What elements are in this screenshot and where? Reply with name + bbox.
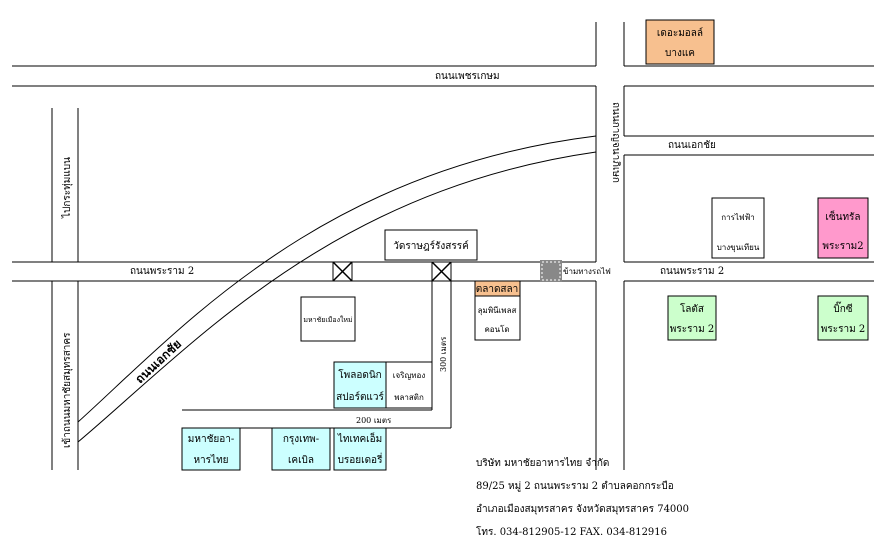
svg-text:พลาสติก: พลาสติก	[394, 393, 424, 402]
junction-marker-2	[431, 261, 452, 282]
lotus-rama2: โลตัส พระราม 2	[667, 295, 717, 341]
mahachai-food-thai: มหาชัยอา- หารไทย	[181, 427, 241, 471]
rama2-right-label: ถนนพระราม 2	[660, 266, 724, 277]
svg-text:กรุงเทพ-: กรุงเทพ-	[283, 434, 319, 445]
svg-text:มหาชัยเมืองใหม่: มหาชัยเมืองใหม่	[303, 315, 352, 324]
left-vertical-road: ไปกระทุ่มแบน เข้าถนนมหาชัยสมุทรสาคร	[51, 108, 79, 470]
kanchanaphisek-road: ถนนกาญจนาภิเษก	[595, 22, 625, 470]
svg-text:พระราม2: พระราม2	[822, 241, 863, 252]
ekkachai-road-top: ถนนเอกชัย	[624, 135, 874, 156]
company-info: บริษัท มหาชัยอาหารไทย จำกัด 89/25 หมู่ 2…	[476, 452, 689, 544]
svg-text:มหาชัยอา-: มหาชัยอา-	[188, 434, 234, 445]
lumpini-place: ลุมพินีเพลส คอนโด	[474, 295, 521, 341]
svg-text:การไฟฟ้า: การไฟฟ้า	[721, 213, 754, 222]
svg-text:ตลาดสลา: ตลาดสลา	[476, 284, 519, 295]
the-mall-bangkae: เดอะมอลล์ บางแค	[645, 19, 715, 65]
wat-rat-rangsan: วัดราษฎร์รังสรรค์	[384, 229, 478, 261]
to-krathum-baen-label: ไปกระทุ่มแบน	[61, 157, 73, 219]
company-name: บริษัท มหาชัยอาหารไทย จำกัด	[476, 458, 610, 469]
phetkasem-road: ถนนเพชรเกษม	[12, 65, 874, 87]
svg-text:โพลอดนิก: โพลอดนิก	[338, 368, 381, 381]
railway-crossing-icon	[540, 260, 562, 282]
svg-text:เดอะมอลล์: เดอะมอลล์	[657, 27, 703, 39]
company-address-1: 89/25 หมู่ 2 ถนนพระราม 2 ตำบลคอกกระบือ	[476, 481, 674, 492]
polodnix-sportwear: โพลอดนิก สปอร์ตแวร์	[333, 361, 387, 409]
ekkachai-top-label: ถนนเอกชัย	[668, 140, 716, 151]
svg-text:ไทเทคเอ็ม: ไทเทคเอ็ม	[337, 431, 382, 445]
svg-text:บางขุนเทียน: บางขุนเทียน	[717, 243, 760, 252]
krungthep-cable: กรุงเทพ- เคเบิล	[271, 427, 331, 471]
charoen-thong-plastic: เจริญทอง พลาสติก	[385, 361, 433, 409]
ekkachai-diag-label: ถนนเอกชัย	[132, 337, 184, 386]
railway-crossing: ข้ามทางรถไฟ	[540, 260, 611, 282]
svg-text:โลตัส: โลตัส	[680, 302, 704, 315]
rama2-left-label: ถนนพระราม 2	[130, 266, 194, 277]
egat-bangkhunthian: การไฟฟ้า บางขุนเทียน	[711, 197, 765, 259]
phetkasem-label: ถนนเพชรเกษม	[435, 71, 500, 82]
central-rama2: เซ็นทรัล พระราม2	[817, 197, 869, 259]
dist-300-label: 300 เมตร	[439, 336, 448, 372]
svg-text:ลุมพินีเพลส: ลุมพินีเพลส	[478, 306, 517, 315]
junction-marker-1	[332, 261, 353, 282]
svg-text:เคเบิล: เคเบิล	[288, 455, 314, 466]
svg-text:บางแค: บางแค	[665, 48, 695, 59]
company-phone: โทร. 034-812905-12 FAX. 034-812916	[476, 527, 668, 538]
bigc-rama2: บิ๊กซี พระราม 2	[817, 295, 869, 341]
talad-sala: ตลาดสลา	[474, 280, 521, 297]
to-samut-sakhon-label: เข้าถนนมหาชัยสมุทรสาคร	[61, 332, 73, 448]
rail-crossing-label: ข้ามทางรถไฟ	[563, 267, 611, 276]
svg-text:หารไทย: หารไทย	[193, 454, 228, 466]
svg-text:วัดราษฎร์รังสรรค์: วัดราษฎร์รังสรรค์	[393, 240, 469, 252]
svg-text:พระราม 2: พระราม 2	[821, 324, 865, 335]
svg-text:พระราม 2: พระราม 2	[670, 324, 714, 335]
svg-text:บิ๊กซี: บิ๊กซี	[833, 301, 852, 315]
svg-text:บรอยเดอรี่: บรอยเดอรี่	[338, 452, 384, 466]
dist-200-label: 200 เมตร	[356, 416, 392, 425]
thaitech-embroidery: ไทเทคเอ็ม บรอยเดอรี่	[333, 427, 387, 471]
company-address-2: อำเภอเมืองสมุทรสาคร จังหวัดสมุทรสาคร 740…	[476, 504, 690, 515]
svg-text:สปอร์ตแวร์: สปอร์ตแวร์	[336, 391, 384, 403]
svg-text:เซ็นทรัล: เซ็นทรัล	[825, 209, 860, 223]
svg-text:คอนโด: คอนโด	[484, 324, 509, 334]
svg-text:เจริญทอง: เจริญทอง	[393, 371, 426, 380]
kanchanaphisek-label: ถนนกาญจนาภิเษก	[610, 102, 621, 183]
mahachai-muang-mai: มหาชัยเมืองใหม่	[300, 296, 356, 342]
rama2-road: ถนนพระราม 2 ถนนพระราม 2	[12, 261, 874, 282]
